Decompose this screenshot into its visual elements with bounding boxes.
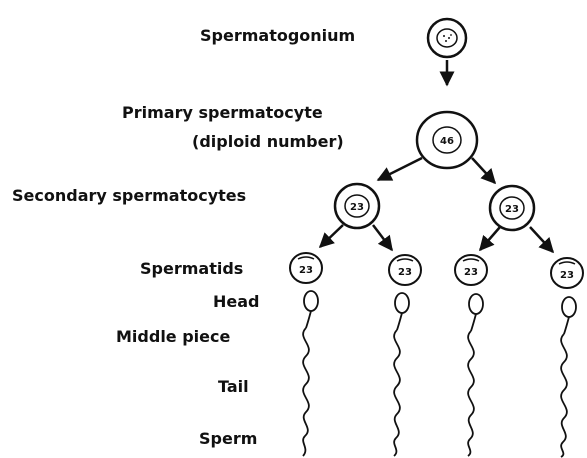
spermatid-3: 23 [455, 255, 487, 285]
secondary-right-number: 23 [505, 204, 519, 215]
spermatid-1-number: 23 [299, 265, 313, 276]
spermatid-3-number: 23 [464, 267, 478, 278]
arrow-to-spermatid-4 [530, 227, 553, 252]
label-spermatogonium: Spermatogonium [200, 28, 355, 44]
sperm-2 [394, 293, 409, 456]
spermatid-1: 23 [290, 253, 322, 283]
spermatogonium-cell [428, 19, 466, 57]
secondary-spermatocyte-left: 23 [335, 184, 379, 228]
label-primary-spermatocyte: Primary spermatocyte [122, 105, 323, 121]
label-head: Head [213, 294, 260, 310]
arrow-to-spermatid-1 [320, 225, 343, 247]
spermatid-4-number: 23 [560, 270, 574, 281]
arrow-to-spermatid-3 [480, 227, 500, 250]
sperm-1 [303, 291, 318, 456]
primary-chromosome-number: 46 [440, 136, 454, 147]
primary-spermatocyte-cell: 46 [417, 112, 477, 168]
arrow-to-secondary-left [378, 158, 422, 180]
label-sperm: Sperm [199, 431, 257, 447]
spermatid-2: 23 [389, 255, 421, 285]
secondary-spermatocyte-right: 23 [490, 186, 534, 230]
sperm-3 [468, 294, 483, 456]
label-tail: Tail [218, 379, 249, 395]
arrow-to-spermatid-2 [373, 225, 392, 250]
spermatid-2-number: 23 [398, 267, 412, 278]
arrow-to-secondary-right [472, 158, 495, 183]
label-middle-piece: Middle piece [116, 329, 230, 345]
label-spermatids: Spermatids [140, 261, 243, 277]
label-secondary-spermatocytes: Secondary spermatocytes [12, 188, 246, 204]
secondary-left-number: 23 [350, 202, 364, 213]
spermatid-4: 23 [551, 258, 583, 288]
label-diploid-number: (diploid number) [192, 134, 344, 150]
sperm-4 [561, 297, 576, 457]
